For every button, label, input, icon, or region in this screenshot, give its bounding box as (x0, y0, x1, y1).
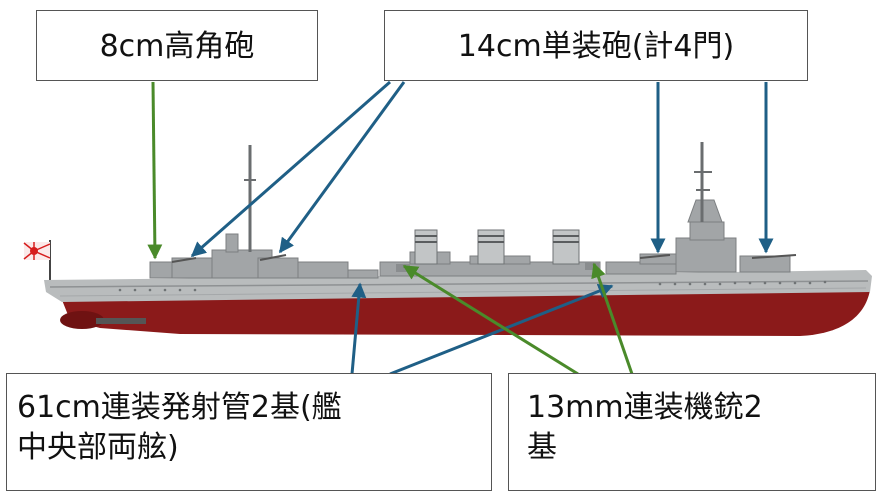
cruiser-illustration (23, 142, 872, 336)
torpedo-text-line-2: 中央部両舷) (17, 430, 179, 465)
machine-gun-text-line-2: 基 (527, 430, 557, 465)
main-gun-text: 14cm単装砲(計4門) (457, 29, 735, 64)
main-gun-arrows (190, 80, 774, 258)
main-gun-label: 14cm単装砲(計4門) (384, 10, 808, 81)
torpedo-tube-label: 61cm連装発射管2基(艦 中央部両舷) (6, 373, 492, 491)
aa-gun-arrow (147, 81, 163, 260)
machine-gun-text-line-1: 13mm連装機銃2 (527, 390, 763, 425)
torpedo-text-line-1: 61cm連装発射管2基(艦 (17, 390, 342, 425)
rising-sun-ensign-icon (23, 240, 51, 282)
lower-hull (62, 290, 870, 336)
aa-gun-text: 8cm高角砲 (99, 29, 255, 64)
machine-gun-arrows (402, 262, 634, 376)
torpedo-tube-arrows (350, 282, 614, 376)
machine-gun-label: 13mm連装機銃2 基 (508, 373, 876, 491)
aa-gun-label: 8cm高角砲 (36, 10, 318, 81)
